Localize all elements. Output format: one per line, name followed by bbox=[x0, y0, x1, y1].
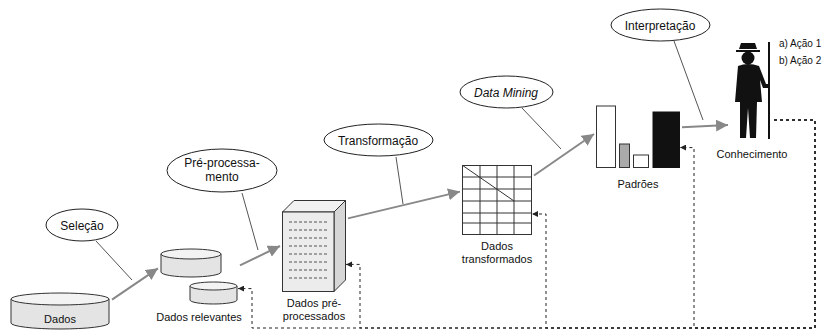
leader-line-group bbox=[96, 41, 703, 280]
step-label: Data Mining bbox=[474, 86, 538, 100]
stage-caption: Dados transformados bbox=[451, 240, 543, 266]
leader-line bbox=[674, 41, 703, 120]
drawing-part bbox=[462, 165, 514, 201]
step-ellipse: Seleção bbox=[45, 208, 119, 242]
drawing-part bbox=[480, 165, 481, 235]
drawing-part bbox=[289, 254, 328, 255]
drawing-part bbox=[289, 246, 328, 247]
action-label: a) Ação 1 bbox=[779, 38, 821, 50]
ellipse-shape bbox=[611, 9, 710, 41]
flow-arrow bbox=[348, 192, 460, 219]
stage-caption: Padrões bbox=[598, 178, 678, 191]
feedback-arrow bbox=[238, 120, 815, 328]
drawing-part bbox=[514, 165, 515, 235]
knowledge-person: Conhecimento bbox=[730, 40, 774, 140]
drawing-part bbox=[289, 222, 328, 278]
drawing-part bbox=[768, 42, 770, 139]
ellipse-shape bbox=[46, 209, 118, 241]
flow-arrow bbox=[112, 268, 158, 299]
patterns-chart: Padrões bbox=[596, 100, 680, 168]
drawing-part bbox=[283, 212, 335, 292]
drawing-part bbox=[463, 166, 532, 235]
relevant-data: Dados relevantes bbox=[160, 248, 238, 306]
drawing-part bbox=[190, 282, 237, 290]
leader-line bbox=[396, 157, 403, 204]
flow-arrow bbox=[534, 134, 594, 176]
drawing-part bbox=[289, 278, 328, 279]
drawing-part bbox=[289, 270, 328, 271]
action-label: b) Ação 2 bbox=[779, 55, 821, 67]
drawing-part bbox=[596, 100, 680, 168]
drawing-part: Seleção bbox=[60, 216, 105, 234]
drawing-part bbox=[289, 262, 328, 263]
drawing-part bbox=[730, 40, 774, 140]
drawing-part bbox=[634, 155, 649, 168]
drawing-part bbox=[289, 230, 328, 231]
leader-line bbox=[96, 241, 132, 280]
stage-caption: Dados bbox=[10, 313, 110, 326]
drawing-part bbox=[334, 201, 346, 292]
drawing-part bbox=[462, 165, 532, 235]
drawing-part bbox=[597, 106, 616, 168]
transformed-data: Dados transformados bbox=[462, 165, 532, 235]
drawing-part bbox=[160, 248, 238, 306]
drawing-part bbox=[742, 52, 755, 65]
leader-line bbox=[242, 193, 258, 250]
drawing-part bbox=[620, 144, 630, 168]
step-label: Seleção bbox=[60, 219, 103, 233]
drawing-part: Data Mining bbox=[474, 83, 540, 101]
step-ellipse: Data Mining bbox=[459, 75, 554, 109]
stage-caption: Conhecimento bbox=[704, 148, 800, 161]
drawing-part bbox=[11, 293, 109, 305]
step-ellipse: Pré-processa- mento bbox=[166, 148, 278, 193]
drawing-part bbox=[289, 222, 328, 223]
step-ellipse: Interpretação bbox=[610, 8, 711, 42]
step-label: Pré-processa- mento bbox=[181, 156, 263, 184]
ellipse-shape bbox=[324, 124, 433, 156]
stage-caption: Dados pré-processados bbox=[269, 297, 359, 323]
step-ellipse: Transformação bbox=[323, 123, 434, 157]
drawing-part bbox=[735, 64, 768, 138]
step-label: Interpretação bbox=[625, 19, 696, 33]
drawing-part bbox=[462, 165, 532, 235]
drawing-part bbox=[497, 165, 498, 235]
feedback-arrow bbox=[680, 120, 815, 328]
drawing-part: Interpretação bbox=[625, 16, 697, 34]
drawing-part: Transformação bbox=[338, 131, 420, 149]
step-label: Transformação bbox=[338, 134, 418, 148]
drawing-part bbox=[289, 238, 328, 239]
ellipse-shape bbox=[460, 76, 553, 108]
drawing-part bbox=[282, 200, 346, 292]
stage-caption: Dados relevantes bbox=[149, 311, 249, 324]
flow-arrow bbox=[240, 246, 280, 265]
preprocessed-data: Dados pré-processados bbox=[282, 200, 346, 292]
drawing-part bbox=[161, 249, 221, 259]
database-cylinder: Dados bbox=[10, 292, 110, 330]
flow-arrow bbox=[682, 125, 728, 127]
drawing-part bbox=[653, 112, 680, 168]
leader-line bbox=[522, 108, 561, 149]
drawing-part: Pré-processa- mento bbox=[181, 156, 264, 185]
drawing-part bbox=[736, 43, 760, 52]
ellipse-shape bbox=[167, 149, 277, 192]
